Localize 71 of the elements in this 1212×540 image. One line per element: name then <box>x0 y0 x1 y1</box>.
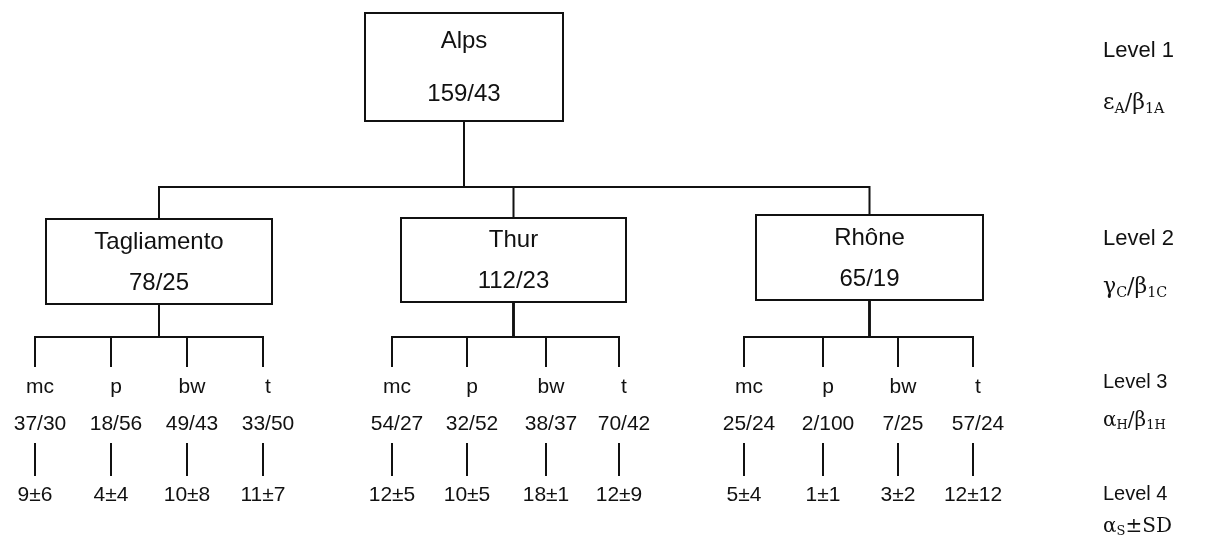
species-value: 12±12 <box>943 482 1003 506</box>
habitat-name: t <box>975 373 981 398</box>
node-value: 112/23 <box>477 267 550 294</box>
species-value: 12±9 <box>595 482 643 506</box>
node-value: 78/25 <box>128 269 190 296</box>
habitat-value: 25/24 <box>722 410 776 435</box>
node-value: 65/19 <box>839 265 900 292</box>
species-value: 18±1 <box>522 482 570 506</box>
habitat-value: 32/52 <box>445 410 499 435</box>
habitat-name: t <box>621 373 627 398</box>
habitat-value: 2/100 <box>801 410 855 435</box>
habitat-name: bw <box>178 373 206 398</box>
habitat-value: 18/56 <box>89 410 143 435</box>
tree-connector <box>743 442 745 477</box>
tree-connector <box>868 300 974 368</box>
level-label: Level 3 <box>1103 370 1168 392</box>
habitat-value: 7/25 <box>882 410 924 435</box>
tree-connector <box>158 304 264 368</box>
node-name: Tagliamento <box>94 227 224 254</box>
habitat-name: mc <box>26 373 54 398</box>
level-label: Level 1 <box>1103 38 1174 63</box>
tree-connector <box>34 442 36 477</box>
node-box <box>400 217 627 303</box>
tree-connector <box>512 302 620 368</box>
tree-connector <box>110 442 112 477</box>
species-value: 12±5 <box>368 482 416 506</box>
tree-connector <box>262 442 264 477</box>
tree-connector <box>897 442 899 477</box>
habitat-value: 37/30 <box>13 410 67 435</box>
habitat-value: 38/37 <box>524 410 578 435</box>
habitat-name: p <box>110 373 122 398</box>
species-value: 5±4 <box>726 482 762 506</box>
parameter-label: α$_{H}$/β$_{1H}$ <box>1103 408 1166 433</box>
tree-connector <box>391 442 393 477</box>
parameter-label: ε$_{A}$/β$_{1A}$ <box>1103 90 1165 117</box>
species-value: 10±8 <box>163 482 211 506</box>
node-box <box>755 214 984 301</box>
habitat-name: bw <box>889 373 917 398</box>
level-label: Level 4 <box>1103 482 1168 504</box>
species-value: 4±4 <box>93 482 129 506</box>
tree-connector <box>545 442 547 477</box>
species-value: 3±2 <box>880 482 916 506</box>
species-value: 9±6 <box>17 482 53 506</box>
node-box <box>364 12 564 122</box>
tree-connector <box>466 442 468 477</box>
habitat-name: mc <box>735 373 763 398</box>
species-value: 10±5 <box>443 482 491 506</box>
node-name: Rhône <box>834 223 905 250</box>
habitat-name: p <box>466 373 478 398</box>
habitat-name: t <box>265 373 271 398</box>
habitat-value: 33/50 <box>241 410 295 435</box>
node-value: 159/43 <box>427 80 501 107</box>
tree-connector <box>618 442 620 477</box>
tree-connector <box>822 442 824 477</box>
habitat-value: 49/43 <box>165 410 219 435</box>
habitat-value: 54/27 <box>370 410 424 435</box>
level-label: Level 2 <box>1103 226 1174 251</box>
habitat-value: 57/24 <box>951 410 1005 435</box>
tree-connector <box>972 442 974 477</box>
node-name: Alps <box>440 27 488 54</box>
habitat-name: p <box>822 373 834 398</box>
parameter-label: α$_{S}$±SD <box>1103 514 1172 539</box>
node-box <box>45 218 273 305</box>
species-value: 1±1 <box>805 482 841 506</box>
species-value: 11±7 <box>240 482 286 506</box>
habitat-name: mc <box>383 373 411 398</box>
parameter-label: γ$_{C}$/β$_{1C}$ <box>1103 274 1168 301</box>
tree-connector <box>186 442 188 477</box>
habitat-value: 70/42 <box>597 410 651 435</box>
habitat-name: bw <box>537 373 565 398</box>
node-name: Thur <box>488 226 539 253</box>
